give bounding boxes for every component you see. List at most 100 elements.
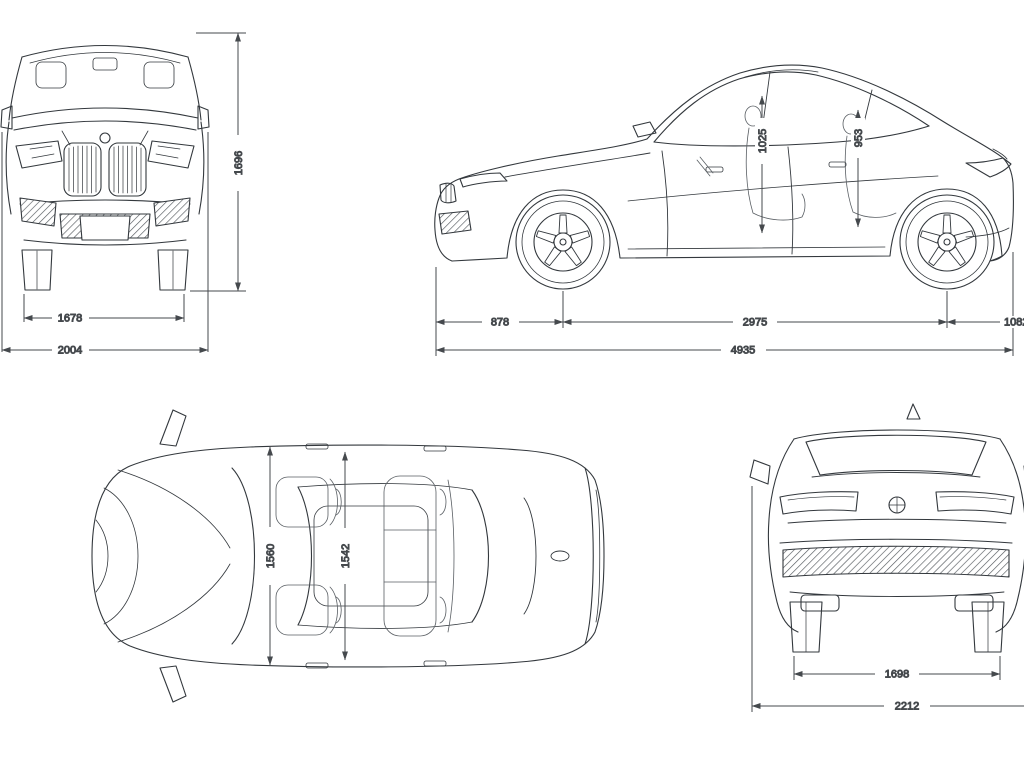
- front-intake: [438, 210, 472, 235]
- side-mirror: [632, 121, 657, 138]
- tail-inner-line: [595, 489, 601, 623]
- side-view-car-drawing: [434, 64, 1014, 290]
- side-rear-headroom-label: 953: [853, 129, 865, 147]
- rear-window-line: [471, 489, 489, 623]
- exhaust-right: [954, 594, 994, 612]
- top-view-dimensions: 1560 1542: [263, 446, 353, 666]
- character-line: [627, 175, 939, 202]
- trunk-lower-line: [787, 518, 1007, 524]
- taillight-right: [935, 491, 1015, 515]
- tire-left: [789, 601, 823, 653]
- rear-track-width-label: 1698: [885, 669, 909, 681]
- hood-crease-top: [117, 469, 231, 549]
- roof-inner-line: [29, 52, 181, 64]
- door-handle: [305, 662, 329, 669]
- tire-tread-lines: [805, 601, 989, 653]
- grille-arc: [103, 487, 139, 625]
- roof-side-bottom: [297, 621, 473, 629]
- rear-view-car-drawing: [749, 403, 1024, 653]
- fender-right: [198, 121, 205, 215]
- front-view: 1696 1678 2004: [0, 32, 246, 357]
- shark-fin-antenna: [550, 550, 570, 562]
- sunroof: [313, 505, 429, 607]
- exhaust-left: [800, 594, 840, 612]
- body-side-right: [995, 438, 1024, 633]
- tire-right: [971, 601, 1005, 653]
- cowl-line: [11, 107, 199, 119]
- body-outline: [91, 444, 605, 668]
- roof-inner-line: [744, 69, 819, 78]
- front-door-line: [661, 150, 669, 257]
- a-pillar-left: [8, 56, 23, 121]
- kidney-grille-right: [108, 142, 147, 197]
- tire-tread-lines: [36, 250, 174, 290]
- roundel-cross: [888, 496, 906, 514]
- shark-fin-antenna: [906, 403, 921, 420]
- roof-outline: [21, 44, 189, 58]
- roof-line: [793, 429, 1001, 440]
- door-handle: [423, 445, 447, 452]
- mirror-bottom: [159, 665, 187, 703]
- body-upper-outline: [434, 64, 1014, 262]
- rear-view-dimensions: 1698 2212: [751, 486, 1024, 713]
- rear-overall-width-label: 2212: [895, 701, 919, 713]
- corner-intake-right: [153, 197, 191, 227]
- rear-wheel: [899, 194, 995, 290]
- bmw-roundel: [99, 132, 111, 144]
- roof-side-top: [297, 483, 473, 491]
- grille-slats: [445, 183, 452, 203]
- spoiler-lip: [992, 148, 1008, 160]
- headlight-left-detail: [29, 145, 55, 159]
- rear-bumper-line: [965, 227, 1010, 238]
- mirror-left: [749, 459, 771, 485]
- front-track-width-label: 1678: [58, 313, 82, 325]
- mirror-right: [197, 105, 210, 130]
- a-pillar-right: [187, 56, 202, 121]
- kidney-grille-left: [63, 142, 102, 197]
- tire-left: [21, 249, 53, 291]
- headlight-right-detail: [155, 145, 181, 159]
- front-view-car-drawing: [0, 44, 210, 291]
- top-view-car-drawing: [91, 409, 605, 703]
- top-front-interior-width-label: 1560: [265, 544, 277, 568]
- headlight: [459, 172, 508, 188]
- front-view-dimensions: 1696 1678 2004: [1, 32, 246, 357]
- top-view: 1560 1542: [91, 409, 605, 703]
- diffuser-hatch-band: [782, 545, 1010, 578]
- mirror-top: [159, 409, 187, 447]
- grille-slats-right: [113, 145, 142, 194]
- door-handle-rear: [828, 161, 847, 168]
- body-lower-outline: [451, 188, 1003, 262]
- top-rear-interior-width-label: 1542: [340, 544, 352, 568]
- body-side-left: [767, 438, 799, 633]
- headlight-left: [15, 140, 63, 169]
- bumper-top-line: [779, 538, 1013, 544]
- hood-line: [13, 120, 197, 131]
- trunk-line: [523, 497, 537, 615]
- fender-line: [504, 152, 651, 178]
- rear-view: 1698 2212: [749, 403, 1024, 713]
- front-bumper-arc: [95, 519, 109, 593]
- front-overall-width-label: 2004: [58, 345, 82, 357]
- side-view: 1025 953 878 2975 1082 4935: [434, 64, 1024, 357]
- lower-bumper-line: [789, 591, 1005, 597]
- side-front-headroom-label: 1025: [757, 129, 769, 153]
- side-view-dimensions: 1025 953 878 2975 1082 4935: [435, 95, 1024, 357]
- door-handle: [423, 660, 447, 667]
- grille-slats-left: [68, 145, 97, 194]
- kidney-grille-side: [439, 182, 457, 204]
- taillight-detail: [787, 496, 1007, 501]
- skid-plate: [79, 215, 131, 241]
- bumper-bottom-line: [23, 239, 187, 246]
- side-wheelbase-label: 2975: [743, 317, 767, 329]
- door-handle: [305, 443, 329, 450]
- taillight-left: [779, 491, 859, 515]
- corner-intake-left: [19, 197, 57, 227]
- side-overall-length-label: 4935: [731, 345, 755, 357]
- hood-creases: [61, 130, 149, 146]
- side-rear-overhang-label: 1082: [1004, 317, 1024, 329]
- beltline: [653, 125, 930, 147]
- rearview-mirror: [92, 57, 118, 71]
- glass-outline: [653, 71, 930, 143]
